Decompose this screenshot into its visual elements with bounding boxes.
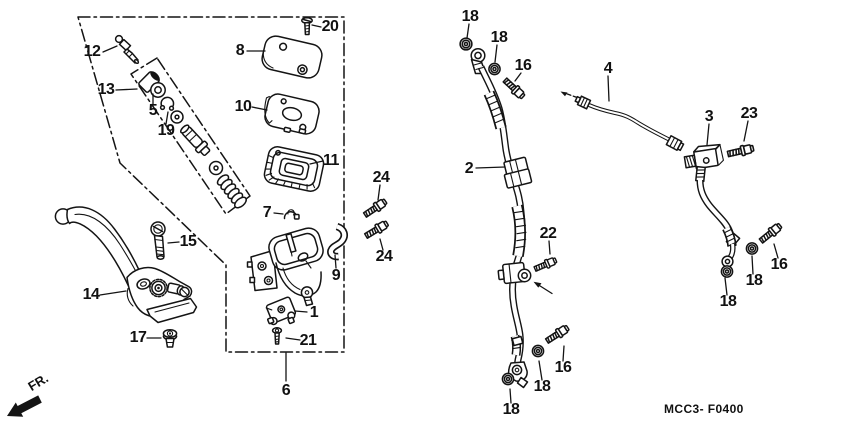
part-callout-2-24: 2 [464, 160, 474, 177]
part-callout-16-26: 16 [770, 256, 788, 273]
part-callout-9-12: 9 [331, 267, 341, 284]
pipe-4-drawing [560, 91, 685, 152]
part-10-plate-drawing [264, 93, 320, 135]
part-callout-16-29: 16 [554, 359, 572, 376]
part-21-screw-drawing [271, 327, 283, 345]
part-7-clip-drawing [283, 209, 300, 220]
hose-2-wrap-ticks [473, 62, 527, 350]
part-callout-3-22: 3 [704, 108, 714, 125]
part-callout-22-25: 22 [539, 225, 557, 242]
part-callout-18-19: 18 [490, 29, 508, 46]
part-callout-17-15: 17 [129, 329, 147, 346]
part-callout-6-17: 6 [281, 382, 291, 399]
part-9-clamp-drawing [327, 222, 348, 261]
master-cylinder-body-drawing [246, 227, 324, 307]
part-callout-13-3: 13 [97, 81, 115, 98]
part-callout-18-31: 18 [502, 401, 520, 418]
part-callout-1-14: 1 [309, 304, 319, 321]
part-callout-16-20: 16 [514, 57, 532, 74]
part-callout-4-21: 4 [603, 60, 613, 77]
fr-direction-arrow [7, 395, 42, 417]
part-callout-19-6: 19 [157, 122, 175, 139]
part-callout-15-10: 15 [179, 233, 197, 250]
piston-kit-parts-drawing [138, 71, 248, 209]
clamp-pointer-arrow [533, 281, 553, 295]
part-1-bracket-drawing [265, 296, 297, 326]
part-callout-18-28: 18 [719, 293, 737, 310]
hose-2-drawing [470, 47, 533, 389]
hose-3-drawing [683, 143, 741, 268]
part-callout-18-27: 18 [745, 272, 763, 289]
part-callout-7-9: 7 [262, 204, 272, 221]
part-12-bleeder-drawing [114, 34, 140, 65]
part-15-bolt-drawing [150, 221, 166, 260]
part-callout-21-16: 21 [299, 332, 317, 349]
part-23-bolt-drawing [726, 142, 756, 160]
part-20-screw-drawing [301, 17, 313, 36]
part-callout-8-2: 8 [235, 42, 245, 59]
part-24-bolts-drawing [361, 196, 391, 241]
diagram-code: MCC3- F0400 [664, 402, 744, 416]
part-17-screw-drawing [162, 328, 178, 348]
part-callout-14-13: 14 [82, 286, 100, 303]
part-22-clamp-drawing [497, 255, 559, 285]
part-callout-12-1: 12 [83, 43, 101, 60]
part-callout-20-0: 20 [321, 18, 339, 35]
part-callout-10-4: 10 [234, 98, 252, 115]
part-callout-5-5: 5 [148, 102, 158, 119]
part-callout-24-11: 24 [375, 248, 393, 265]
leader-lines [99, 23, 779, 404]
part-callout-23-23: 23 [740, 105, 758, 122]
part-callout-18-18: 18 [461, 8, 479, 25]
part-callout-11-7: 11 [323, 152, 339, 169]
part-11-diaphragm-drawing [263, 146, 325, 192]
part-callout-18-30: 18 [533, 378, 551, 395]
subassembly-6-boundary [77, 16, 345, 353]
part-8-cap-drawing [261, 35, 323, 79]
spring-coil [216, 174, 248, 209]
part-callout-24-8: 24 [372, 169, 390, 186]
part-14-lever-drawing [54, 206, 198, 324]
